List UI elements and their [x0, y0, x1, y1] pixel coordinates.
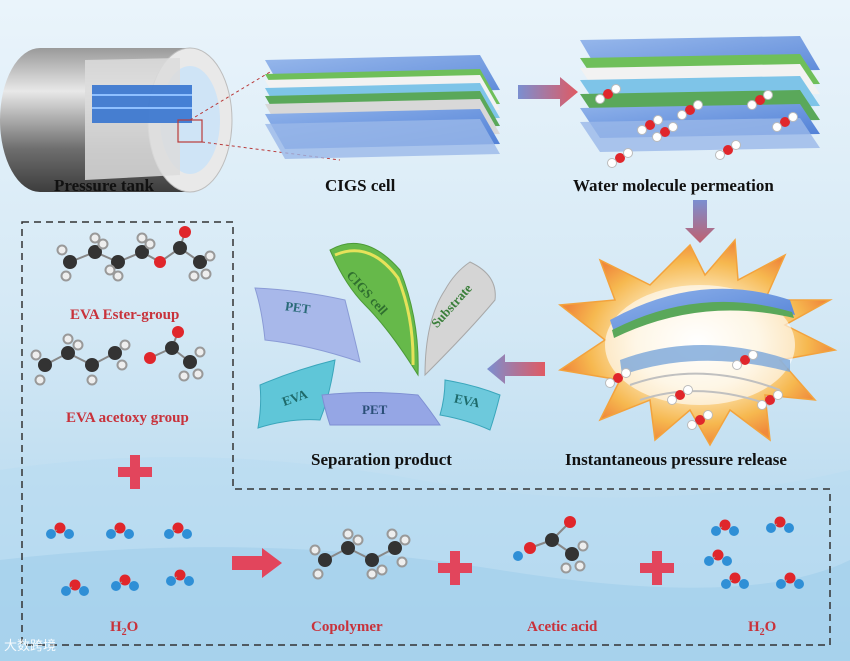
h2o-label-left: H2O [110, 619, 139, 638]
instant-release-label: Instantaneous pressure release [565, 450, 787, 469]
plus-icon [438, 551, 472, 585]
acetic-acid-label: Acetic acid [527, 619, 598, 635]
water-permeation-stack-icon [580, 36, 820, 168]
arrow-right-icon [232, 548, 282, 578]
cigs-cell-label: CIGS cell [325, 176, 396, 195]
eva-acetoxy-molecule-icon [30, 326, 206, 386]
film-label-pet-bottom: PET [362, 402, 388, 417]
water-permeation-label: Water molecule permeation [573, 176, 774, 195]
copolymer-molecule-icon [309, 528, 411, 580]
copolymer-label: Copolymer [311, 619, 383, 635]
pressure-tank-label: Pressure tank [54, 176, 154, 195]
water-molecule-icon [703, 516, 805, 590]
watermark: 大数跨境 [4, 639, 57, 654]
separation-product-label: Separation product [311, 450, 452, 469]
h2o-label-right: H2O [748, 619, 777, 638]
acetic-acid-molecule-icon [513, 516, 589, 574]
film-label-pet-top: PET [284, 298, 312, 317]
cigs-layer-stack-icon [265, 55, 500, 159]
plus-icon [118, 455, 152, 489]
reaction-dashed-box [21, 221, 831, 646]
eva-acetoxy-label: EVA acetoxy group [66, 410, 189, 426]
water-molecule-icon [45, 522, 195, 597]
explosion-burst-icon [558, 238, 838, 447]
arrow-left-icon [487, 354, 545, 384]
eva-ester-molecule-icon [56, 226, 216, 282]
separated-films [254, 242, 501, 431]
pressure-tank-icon [0, 47, 341, 193]
arrow-right-icon [518, 77, 578, 107]
arrow-down-icon [685, 200, 715, 243]
plus-icon [640, 551, 674, 585]
eva-ester-label: EVA Ester-group [70, 307, 180, 323]
